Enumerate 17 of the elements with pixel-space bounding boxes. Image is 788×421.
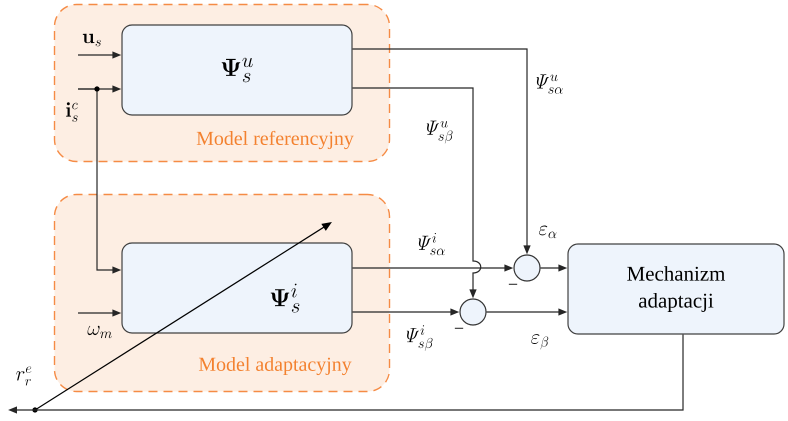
signal-label: $\mathit{\Psi}_{s\alpha}^{i}$	[418, 232, 445, 256]
group-title: Model adaptacyjny	[198, 356, 352, 376]
model-block: $\mathbf{\Psi}_{s}^{u}$	[121, 24, 353, 116]
signal-label: $\varepsilon_{\beta}$	[531, 334, 548, 350]
mechanism-block: Mechanizm adaptacji	[567, 243, 785, 335]
group-title: Model referencyjny	[196, 130, 354, 150]
signal-label: $\omega_{m}$	[88, 326, 112, 338]
signal-label: $\mathit{\Psi}_{s\beta}^{i}$	[406, 325, 433, 351]
signal-label: $\varepsilon_{\alpha}$	[539, 226, 556, 238]
signal-label: $\mathit{\Psi}_{s\beta}^{u}$	[426, 120, 453, 144]
signal-label: $\mathbf{u}_{s}$	[82, 34, 101, 46]
signal-label: $r_{r}^{e}$	[16, 366, 32, 386]
signal-label: $\mathbf{i}_{s}^{c}$	[66, 102, 78, 122]
model-block: $\mathbf{\Psi}_{s}^{i}$	[121, 242, 353, 334]
minus-sign: −	[454, 328, 464, 329]
signal-label: $\mathit{\Psi}_{s\alpha}^{u}$	[536, 74, 563, 94]
minus-sign: −	[508, 284, 518, 285]
